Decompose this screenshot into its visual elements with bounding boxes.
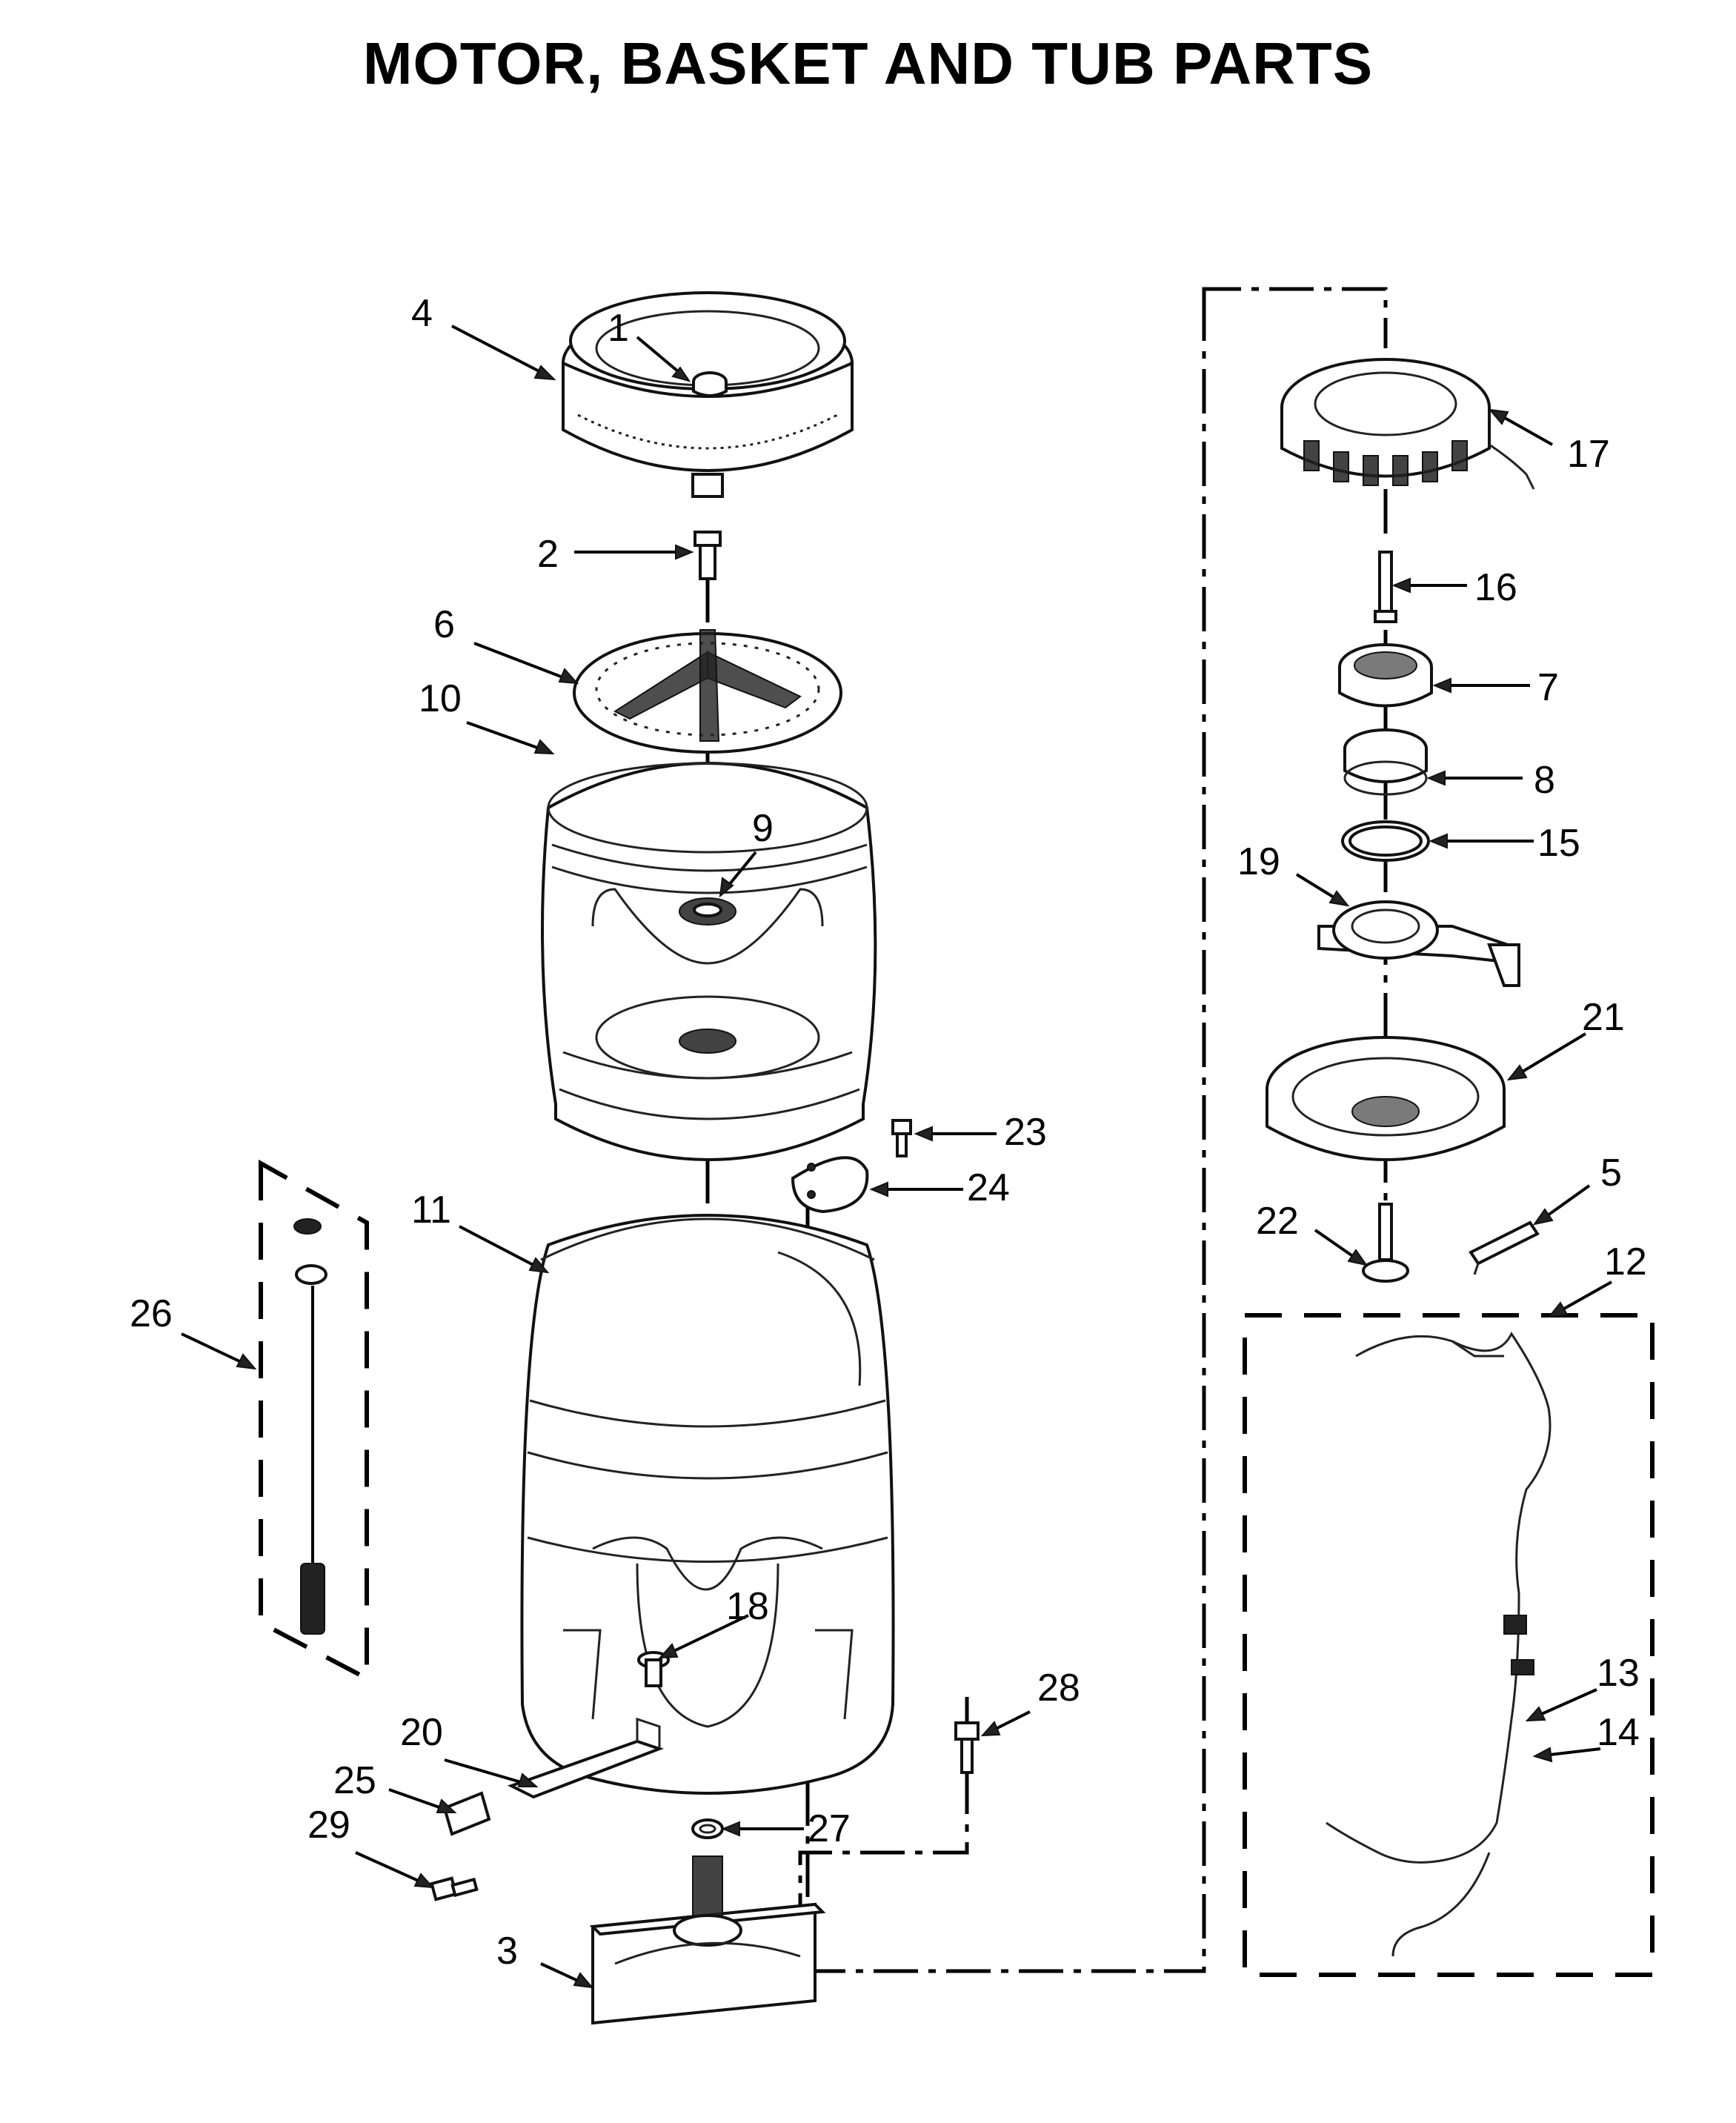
bracket-icon[interactable] <box>442 1791 491 1836</box>
callout-1: 1 <box>608 307 629 350</box>
ring-icon[interactable] <box>1341 820 1430 862</box>
callout-16: 16 <box>1474 566 1517 609</box>
callout-21: 21 <box>1582 996 1625 1039</box>
callout-3: 3 <box>496 1930 518 1973</box>
callout-4: 4 <box>411 292 433 335</box>
shifter-icon[interactable] <box>1317 900 1520 987</box>
suspension-rod-icon[interactable] <box>259 1159 369 1682</box>
clip-icon[interactable] <box>1469 1220 1540 1275</box>
callout-8: 8 <box>1534 759 1555 802</box>
callout-11: 11 <box>411 1189 451 1232</box>
gearcase-icon[interactable] <box>589 1855 826 2025</box>
screw-icon[interactable] <box>891 1119 912 1157</box>
page-title: MOTOR, BASKET AND TUB PARTS <box>362 30 1374 96</box>
basket-bottom-hub <box>679 1029 736 1054</box>
callout-13: 13 <box>1597 1652 1640 1695</box>
bolt-icon[interactable] <box>1374 551 1397 623</box>
outer-tub-icon[interactable] <box>520 1214 895 1795</box>
wire-harness-icon[interactable] <box>1243 1313 1654 1977</box>
callout-2: 2 <box>537 533 559 576</box>
callout-23: 23 <box>1004 1111 1047 1154</box>
bearing-icon[interactable] <box>1338 643 1433 708</box>
shaft-icon[interactable] <box>1362 1203 1409 1283</box>
rotor-icon[interactable] <box>1266 1036 1506 1161</box>
seal-icon[interactable] <box>691 1818 724 1839</box>
callout-9: 9 <box>752 807 774 850</box>
callout-24: 24 <box>967 1166 1010 1209</box>
callout-5: 5 <box>1600 1152 1622 1195</box>
callout-7: 7 <box>1537 666 1559 709</box>
screw-icon[interactable] <box>430 1876 479 1901</box>
callout-20: 20 <box>400 1711 443 1754</box>
callout-29: 29 <box>307 1804 350 1847</box>
callout-14: 14 <box>1597 1711 1640 1754</box>
heater-icon[interactable] <box>507 1717 664 1799</box>
clutch-icon[interactable] <box>1343 728 1428 796</box>
basket-hub-icon[interactable] <box>679 897 736 926</box>
callout-22: 22 <box>1256 1200 1299 1243</box>
callout-labels: 4 1 2 6 10 9 11 26 23 24 18 20 25 29 27 … <box>130 292 1647 1973</box>
cap-icon[interactable] <box>692 371 728 397</box>
callout-28: 28 <box>1037 1667 1080 1710</box>
callout-15: 15 <box>1537 822 1580 865</box>
callout-27: 27 <box>808 1807 851 1850</box>
cover-plate-icon[interactable] <box>791 1156 869 1214</box>
callout-17: 17 <box>1567 433 1610 476</box>
callout-6: 6 <box>433 603 455 646</box>
callout-26: 26 <box>130 1292 173 1335</box>
drive-hub-cover-icon[interactable] <box>562 291 854 498</box>
callout-18: 18 <box>726 1585 769 1628</box>
bolt-icon[interactable] <box>694 531 722 580</box>
leader-lines <box>181 325 1612 1989</box>
stator-icon[interactable] <box>1280 358 1535 490</box>
callout-19: 19 <box>1237 840 1280 883</box>
callout-10: 10 <box>419 677 462 720</box>
callout-12: 12 <box>1604 1240 1647 1283</box>
impeller-icon[interactable] <box>573 629 842 754</box>
basket-icon[interactable] <box>541 762 877 1161</box>
screw-icon[interactable] <box>954 1721 980 1774</box>
callout-25: 25 <box>333 1759 376 1802</box>
